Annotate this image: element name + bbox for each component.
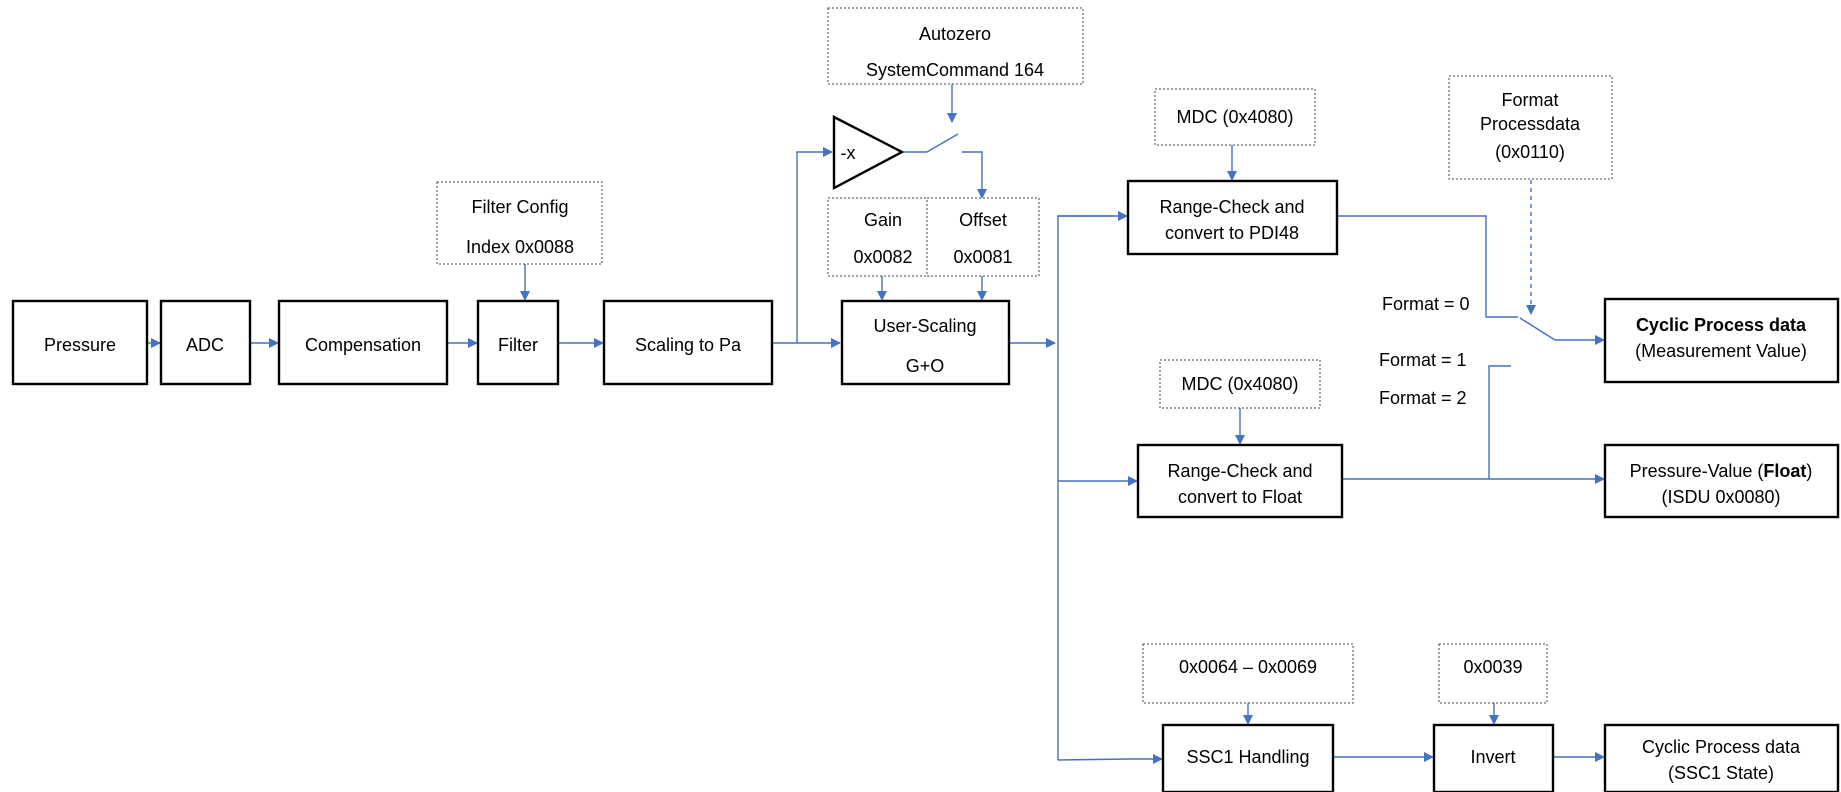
- block-compensation: Compensation: [277, 299, 449, 386]
- autozero-command: SystemCommand 164: [866, 60, 1044, 80]
- invert-index-param: 0x0039: [1438, 643, 1548, 704]
- range-float-line1: Range-Check and: [1167, 461, 1312, 481]
- cyclic-measurement-title: Cyclic Process data: [1636, 315, 1807, 335]
- output-pressure-value: Pressure-Value (Float) (ISDU 0x0080): [1603, 443, 1840, 519]
- pressure-value-title: Pressure-Value (Float): [1630, 461, 1813, 481]
- format-index: (0x0110): [1495, 142, 1565, 162]
- mdc-mid-label: MDC (0x4080): [1181, 374, 1298, 394]
- gain-index: 0x0082: [853, 247, 912, 267]
- block-adc: ADC: [159, 299, 252, 386]
- gain-label: Gain: [864, 210, 902, 230]
- invert-label: Invert: [1470, 747, 1515, 767]
- block-filter: Filter: [476, 299, 560, 386]
- cyclic-ssc1-sub: (SSC1 State): [1668, 763, 1774, 783]
- format-1-label: Format = 1: [1379, 350, 1467, 370]
- filter-config-param: Filter Config Index 0x0088: [436, 181, 603, 265]
- format-label: Format: [1501, 90, 1558, 110]
- filter-config-index: Index 0x0088: [466, 237, 574, 257]
- block-user-scaling-title: User-Scaling: [873, 316, 976, 336]
- format-selector-switch: [1519, 317, 1556, 341]
- block-adc-label: ADC: [186, 335, 224, 355]
- distribution-bus: [1057, 215, 1113, 760]
- autozero-switch: [926, 133, 959, 153]
- block-pressure-label: Pressure: [44, 335, 116, 355]
- block-range-check-pdi48: Range-Check and convert to PDI48: [1126, 179, 1339, 256]
- negate-triangle: -x: [832, 115, 905, 190]
- pressure-value-isdu: (ISDU 0x0080): [1661, 487, 1780, 507]
- output-cyclic-measurement: Cyclic Process data (Measurement Value): [1603, 297, 1840, 384]
- format-0-label: Format = 0: [1382, 294, 1470, 314]
- block-scaling-label: Scaling to Pa: [635, 335, 742, 355]
- block-invert: Invert: [1432, 723, 1555, 792]
- ssc-range-box: [1142, 643, 1354, 704]
- offset-box: [926, 197, 1040, 277]
- output-cyclic-ssc1: Cyclic Process data (SSC1 State): [1603, 723, 1840, 792]
- offset-param: Offset 0x0081: [926, 197, 1040, 277]
- range-pdi48-line2: convert to PDI48: [1165, 223, 1299, 243]
- pdi48-to-selector: [1337, 215, 1518, 318]
- format-2-label: Format = 2: [1379, 388, 1467, 408]
- gain-box: [827, 197, 933, 277]
- range-pdi48-line1: Range-Check and: [1159, 197, 1304, 217]
- filter-config-label: Filter Config: [471, 197, 568, 217]
- pressure-value-prefix: Pressure-Value (: [1630, 461, 1764, 481]
- filter-config-box: [436, 181, 603, 265]
- mdc-mid-box: [1159, 359, 1321, 409]
- autozero-label: Autozero: [919, 24, 991, 44]
- invert-index-box: [1438, 643, 1548, 704]
- mdc-top-box: [1154, 88, 1316, 146]
- mdc-mid-param: MDC (0x4080): [1159, 359, 1321, 409]
- connectors: [146, 84, 1605, 764]
- block-user-scaling-go: G+O: [906, 356, 945, 376]
- autozero-box: [827, 7, 1084, 85]
- negate-label: -x: [841, 143, 856, 163]
- block-compensation-label: Compensation: [305, 335, 421, 355]
- ssc-range-label: 0x0064 – 0x0069: [1179, 657, 1317, 677]
- offset-label: Offset: [959, 210, 1007, 230]
- arrow-to-ssc1: [1057, 754, 1163, 764]
- autozero-param: Autozero SystemCommand 164: [827, 7, 1084, 85]
- block-scaling: Scaling to Pa: [602, 299, 774, 386]
- range-float-line2: convert to Float: [1178, 487, 1302, 507]
- ssc-range-param: 0x0064 – 0x0069: [1142, 643, 1354, 704]
- cyclic-measurement-sub: (Measurement Value): [1635, 341, 1807, 361]
- block-range-check-float: Range-Check and convert to Float: [1136, 443, 1344, 519]
- pressure-value-float: Float: [1763, 461, 1806, 481]
- block-user-scaling: User-Scaling G+O: [840, 299, 1011, 386]
- block-filter-label: Filter: [498, 335, 538, 355]
- gain-param: Gain 0x0082: [827, 197, 933, 277]
- block-pressure: Pressure: [11, 299, 149, 386]
- float-to-selector: [1488, 365, 1511, 479]
- format-processdata-param: Format Processdata (0x0110): [1448, 75, 1613, 180]
- mdc-top-param: MDC (0x4080): [1154, 88, 1316, 146]
- cyclic-ssc1-title: Cyclic Process data: [1642, 737, 1801, 757]
- mdc-top-label: MDC (0x4080): [1176, 107, 1293, 127]
- ssc1-label: SSC1 Handling: [1186, 747, 1309, 767]
- format-box: [1448, 75, 1613, 180]
- block-ssc1-handling: SSC1 Handling: [1161, 723, 1335, 792]
- switch-to-offset: [962, 151, 987, 199]
- pressure-value-suffix: ): [1806, 461, 1812, 481]
- format-processdata: Processdata: [1480, 114, 1581, 134]
- invert-index-label: 0x0039: [1463, 657, 1522, 677]
- offset-index: 0x0081: [953, 247, 1012, 267]
- branch-to-negate: [796, 147, 833, 343]
